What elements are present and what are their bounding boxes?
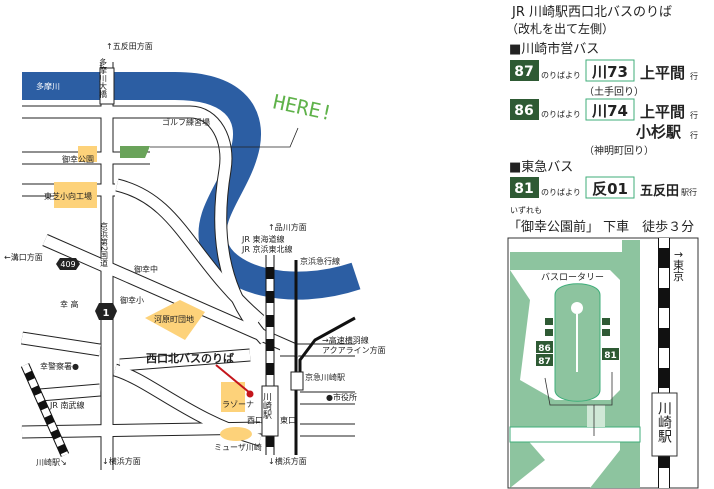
kawasaki-station-box	[261, 385, 279, 437]
miyuki-jhs-label: 御幸中	[134, 264, 158, 274]
lazona-label: ラゾーナ	[222, 400, 254, 409]
svg-text:行: 行	[690, 130, 698, 140]
here-marker: HERE!	[271, 89, 335, 125]
svg-text:行: 行	[690, 110, 698, 120]
keikyu-label: 京浜急行線	[300, 256, 340, 266]
golf-label: ゴルフ練習場	[162, 117, 210, 127]
west-exit-label: 西口	[247, 416, 263, 425]
cityhall-label: ●市役所	[326, 392, 357, 402]
east-exit-label: 東口	[280, 415, 296, 425]
svg-text:1: 1	[103, 308, 110, 319]
tokyo-direction: ↑東京	[672, 250, 685, 282]
saiwai-hs-label: 幸 高	[60, 299, 79, 309]
svg-text:409: 409	[60, 260, 75, 269]
svg-text:五反田: 五反田	[640, 183, 679, 199]
nambu-kawasaki-label: 川崎駅↘	[36, 457, 67, 467]
jr-tokaido-label: JR 東海道線	[241, 234, 284, 244]
bus-stop-pin	[246, 390, 254, 398]
walk-note: 「御幸公園前」 下車 徒歩３分	[508, 219, 694, 235]
yokohama-direction-1: ↓横浜方面	[102, 456, 141, 466]
svg-text:上平間: 上平間	[640, 64, 685, 82]
golf-area	[120, 146, 150, 158]
highway-direction: →高速横羽線	[322, 335, 369, 345]
bridge-label: 多摩川大橋	[99, 57, 108, 99]
walk-route-81	[594, 372, 613, 406]
svg-text:行: 行	[690, 71, 698, 81]
kawasaki-station-label: 川崎駅	[261, 392, 272, 420]
route-kawa73: 川73	[591, 63, 628, 81]
route-1-shield: 1	[95, 303, 117, 320]
park-label: 御幸公園	[62, 154, 94, 164]
keikyu-station-box	[290, 371, 304, 391]
jr-keihintohoku-label: JR 京浜東北線	[241, 244, 292, 254]
mizonokuchi-direction: ←溝口方面	[4, 252, 43, 262]
toshiba-area	[54, 182, 97, 208]
river-label: 多摩川	[36, 81, 60, 91]
section-heading-tokyu-bus: ■東急バス	[509, 159, 573, 175]
police-label: 幸警察署●	[40, 361, 79, 371]
bus-info-panel: JR 川崎駅西口北バスのりば （改札を出て左側） ■川崎市営バス 87 のりばよ…	[506, 5, 698, 235]
lazona-area	[221, 382, 245, 412]
stop-badge-86: 86	[514, 103, 533, 119]
shinagawa-direction: ↑品川方面	[268, 222, 307, 232]
panel-subtitle: （改札を出て左側）	[506, 21, 614, 36]
gotanda-direction: ↑五反田方面	[106, 41, 153, 51]
yokohama-direction-2: ↓横浜方面	[268, 456, 307, 466]
svg-text:小杉駅: 小杉駅	[636, 123, 682, 141]
muza-area	[220, 427, 252, 441]
stop-badge-81: 81	[514, 181, 533, 197]
svg-text:駅行: 駅行	[681, 187, 697, 197]
roads	[21, 62, 355, 470]
miyuki-es-label: 御幸小	[120, 295, 144, 305]
route-han01: 反01	[592, 180, 628, 198]
highway-line	[298, 316, 356, 375]
inset-stop-81: 81	[604, 351, 617, 361]
svg-text:（神明町回り）: （神明町回り）	[584, 144, 654, 157]
route-kawa74: 川74	[591, 102, 628, 120]
muza-label: ミューザ川崎	[214, 442, 262, 452]
nambu-label: JR 南武線	[49, 400, 84, 410]
svg-text:いずれも: いずれも	[510, 205, 542, 215]
rotary-label: バスロータリー	[541, 272, 604, 283]
svg-text:のりばより: のりばより	[541, 110, 581, 119]
svg-text:のりばより: のりばより	[541, 71, 581, 80]
toshiba-label: 東芝小向工場	[44, 191, 92, 201]
inset-stop-87: 87	[538, 357, 551, 367]
inset-stop-86: 86	[538, 344, 551, 354]
aqualine-direction: アクアライン方面	[322, 345, 386, 355]
svg-text:のりばより: のりばより	[541, 188, 581, 197]
danchi-label: 河原町団地	[154, 314, 194, 324]
walk-route-86-87	[544, 377, 595, 436]
inset-station-label: 川崎駅	[656, 401, 672, 443]
stop-badge-87: 87	[514, 64, 533, 80]
park-area	[78, 146, 97, 162]
section-heading-city-bus: ■川崎市営バス	[509, 41, 599, 57]
svg-text:上平間: 上平間	[640, 103, 685, 121]
here-pointer	[150, 127, 299, 148]
keikyu-station-label: 京急川崎駅	[305, 372, 345, 382]
bus-stop-label: 西口北バスのりば	[146, 351, 234, 365]
danchi-area	[145, 300, 205, 340]
panel-title: JR 川崎駅西口北バスのりば	[511, 5, 672, 20]
bridge	[99, 67, 115, 105]
route-409-shield: 409	[56, 258, 80, 270]
route2-label: 京浜第2国道	[100, 221, 109, 268]
svg-text:（土手回り）: （土手回り）	[584, 85, 644, 98]
station-inset-map: 86 87 81 バスロータリー ↑東京 川崎駅	[507, 237, 699, 489]
